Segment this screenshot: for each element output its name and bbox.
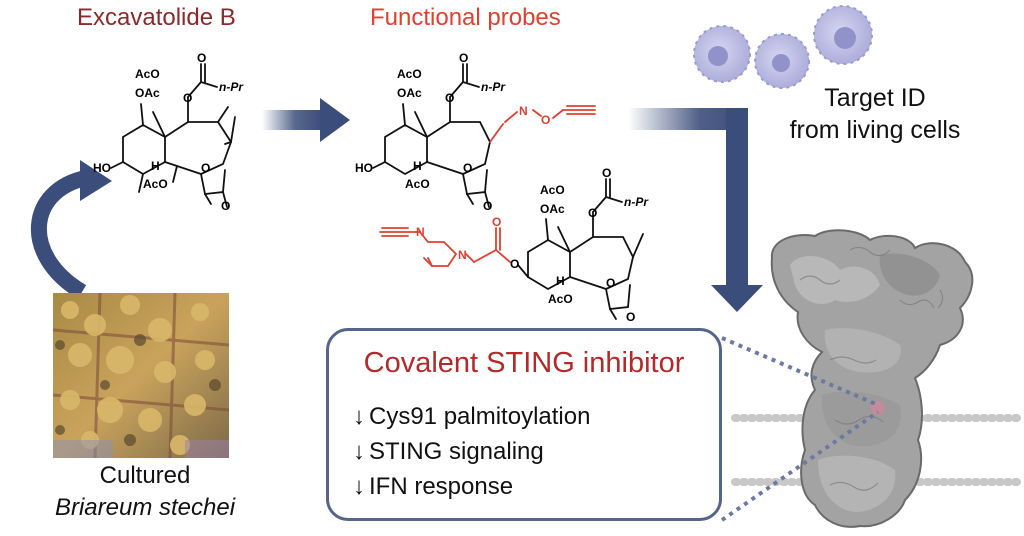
target-line-1: Target ID	[824, 84, 926, 112]
amide-o-label: O	[492, 215, 501, 229]
effect-text: Cys91 palmitoylation	[369, 403, 591, 430]
target-id-label: Target ID from living cells	[780, 82, 970, 146]
epoxide-o-label: O	[201, 161, 210, 175]
arrow-to-probes	[262, 98, 350, 142]
h-label: H	[413, 159, 422, 173]
aco-label: AcO	[540, 183, 565, 197]
piperazine-n-label: N	[458, 248, 467, 262]
h-label: H	[556, 274, 565, 288]
effect-item: ↓STING signaling	[353, 438, 544, 466]
npr-label: n-Pr	[624, 195, 649, 209]
organism-line-1: Cultured	[99, 462, 191, 489]
ho-label: HO	[355, 161, 373, 175]
oxime-o-label: O	[541, 113, 550, 127]
epoxide-o-label: O	[463, 161, 472, 175]
oac-label: OAc	[540, 202, 565, 216]
functional-probes-title: Functional probes	[370, 4, 561, 31]
connector-lines	[720, 336, 880, 522]
npr-label: n-Pr	[219, 80, 244, 94]
down-arrow-icon: ↓	[353, 403, 365, 430]
effect-text: IFN response	[369, 473, 514, 500]
briareum-photo	[52, 292, 230, 459]
arrow-to-target	[628, 108, 763, 312]
ester-o-label: O	[445, 91, 454, 105]
cell-icon	[813, 5, 873, 65]
sting-inhibitor-box: Covalent STING inhibitor ↓Cys91 palmitoy…	[326, 328, 722, 521]
ester-o-label: O	[183, 91, 192, 105]
carbonyl-o-label: O	[197, 51, 206, 65]
excavatolide-b-structure: AcO OAc O O n-Pr HO H AcO O O	[93, 51, 244, 212]
oac-label: OAc	[397, 86, 422, 100]
target-line-2: from living cells	[789, 116, 961, 144]
aco-bottom-label: AcO	[405, 177, 430, 191]
aco-label: AcO	[135, 67, 160, 81]
ester-link-o-label: O	[510, 257, 519, 271]
piperazine-n2-label: N	[416, 225, 425, 239]
lactone-o-label: O	[221, 199, 230, 212]
cell-icon	[754, 33, 810, 89]
oxime-probe-structure: N O AcO OAc O O n-Pr HO H AcO O O	[355, 51, 596, 212]
npr-label: n-Pr	[481, 80, 506, 94]
carbonyl-o-label: O	[459, 51, 468, 65]
organism-line-2: Briareum stechei	[54, 494, 236, 521]
cells-illustration	[693, 5, 873, 89]
oac-label: OAc	[135, 86, 160, 100]
lactone-o-label: O	[483, 199, 492, 212]
ho-label: HO	[93, 161, 111, 175]
lactone-o-label: O	[626, 310, 635, 322]
ester-o-label: O	[588, 206, 597, 220]
aco-bottom-label: AcO	[548, 292, 573, 306]
effect-item: ↓Cys91 palmitoylation	[353, 403, 590, 431]
effect-item: ↓IFN response	[353, 473, 513, 501]
down-arrow-icon: ↓	[353, 438, 365, 465]
excavatolide-title: Excavatolide B	[77, 4, 236, 31]
oxime-n-label: N	[519, 104, 528, 118]
effect-text: STING signaling	[369, 438, 544, 465]
piperazine-probe-structure: N N O O AcO OAc O O n-Pr H AcO O O	[379, 166, 649, 322]
aco-label: AcO	[397, 67, 422, 81]
aco-bottom-label: AcO	[143, 177, 168, 191]
carbonyl-o-label: O	[602, 166, 611, 180]
epoxide-o-label: O	[606, 276, 615, 290]
arrow-from-organism	[30, 160, 112, 299]
cell-icon	[693, 25, 751, 83]
down-arrow-icon: ↓	[353, 473, 365, 500]
box-title: Covalent STING inhibitor	[363, 347, 685, 379]
h-label: H	[151, 159, 160, 173]
